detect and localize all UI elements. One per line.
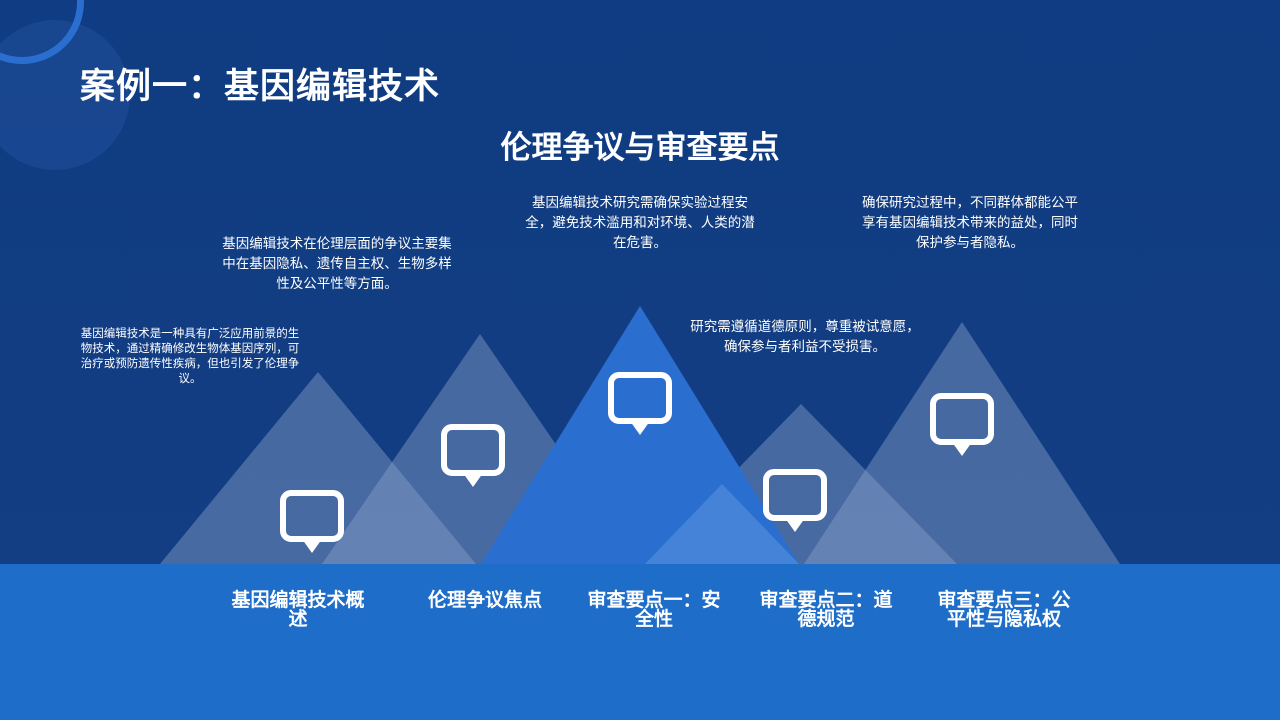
speech-bubble-icon (280, 490, 344, 553)
label-fairness: 审查要点三：公平性与隐私权 (937, 589, 1071, 630)
speech-bubble-icon (930, 393, 994, 456)
mountain-3-overlap (645, 484, 799, 564)
bottom-band (0, 564, 1280, 720)
label-overview: 基因编辑技术概述 (231, 589, 365, 630)
description-overview: 基因编辑技术是一种具有广泛应用前景的生物技术，通过精确修改生物体基因序列，可治疗… (80, 326, 300, 385)
slide-title: 案例一：基因编辑技术 (80, 67, 441, 107)
label-safety: 审查要点一：安全性 (587, 589, 721, 630)
description-ethics: 研究需遵循道德原则，尊重被试意愿，确保参与者利益不受损害。 (690, 319, 920, 355)
speech-bubble-icon (608, 372, 672, 435)
label-ethics: 审查要点二：道德规范 (759, 589, 893, 630)
speech-bubble-icon (441, 424, 505, 487)
description-fairness: 确保研究过程中，不同群体都能公平享有基因编辑技术带来的益处，同时保护参与者隐私。 (862, 195, 1078, 251)
description-controversy: 基因编辑技术在伦理层面的争议主要集中在基因隐私、遗传自主权、生物多样性及公平性等… (222, 236, 452, 292)
label-controversy: 伦理争议焦点 (427, 589, 542, 611)
description-safety: 基因编辑技术研究需确保实验过程安全，避免技术滥用和对环境、人类的潜在危害。 (525, 195, 755, 251)
slide-subtitle: 伦理争议与审查要点 (500, 130, 780, 166)
speech-bubble-icon (763, 469, 827, 532)
mountain-1 (160, 372, 476, 564)
